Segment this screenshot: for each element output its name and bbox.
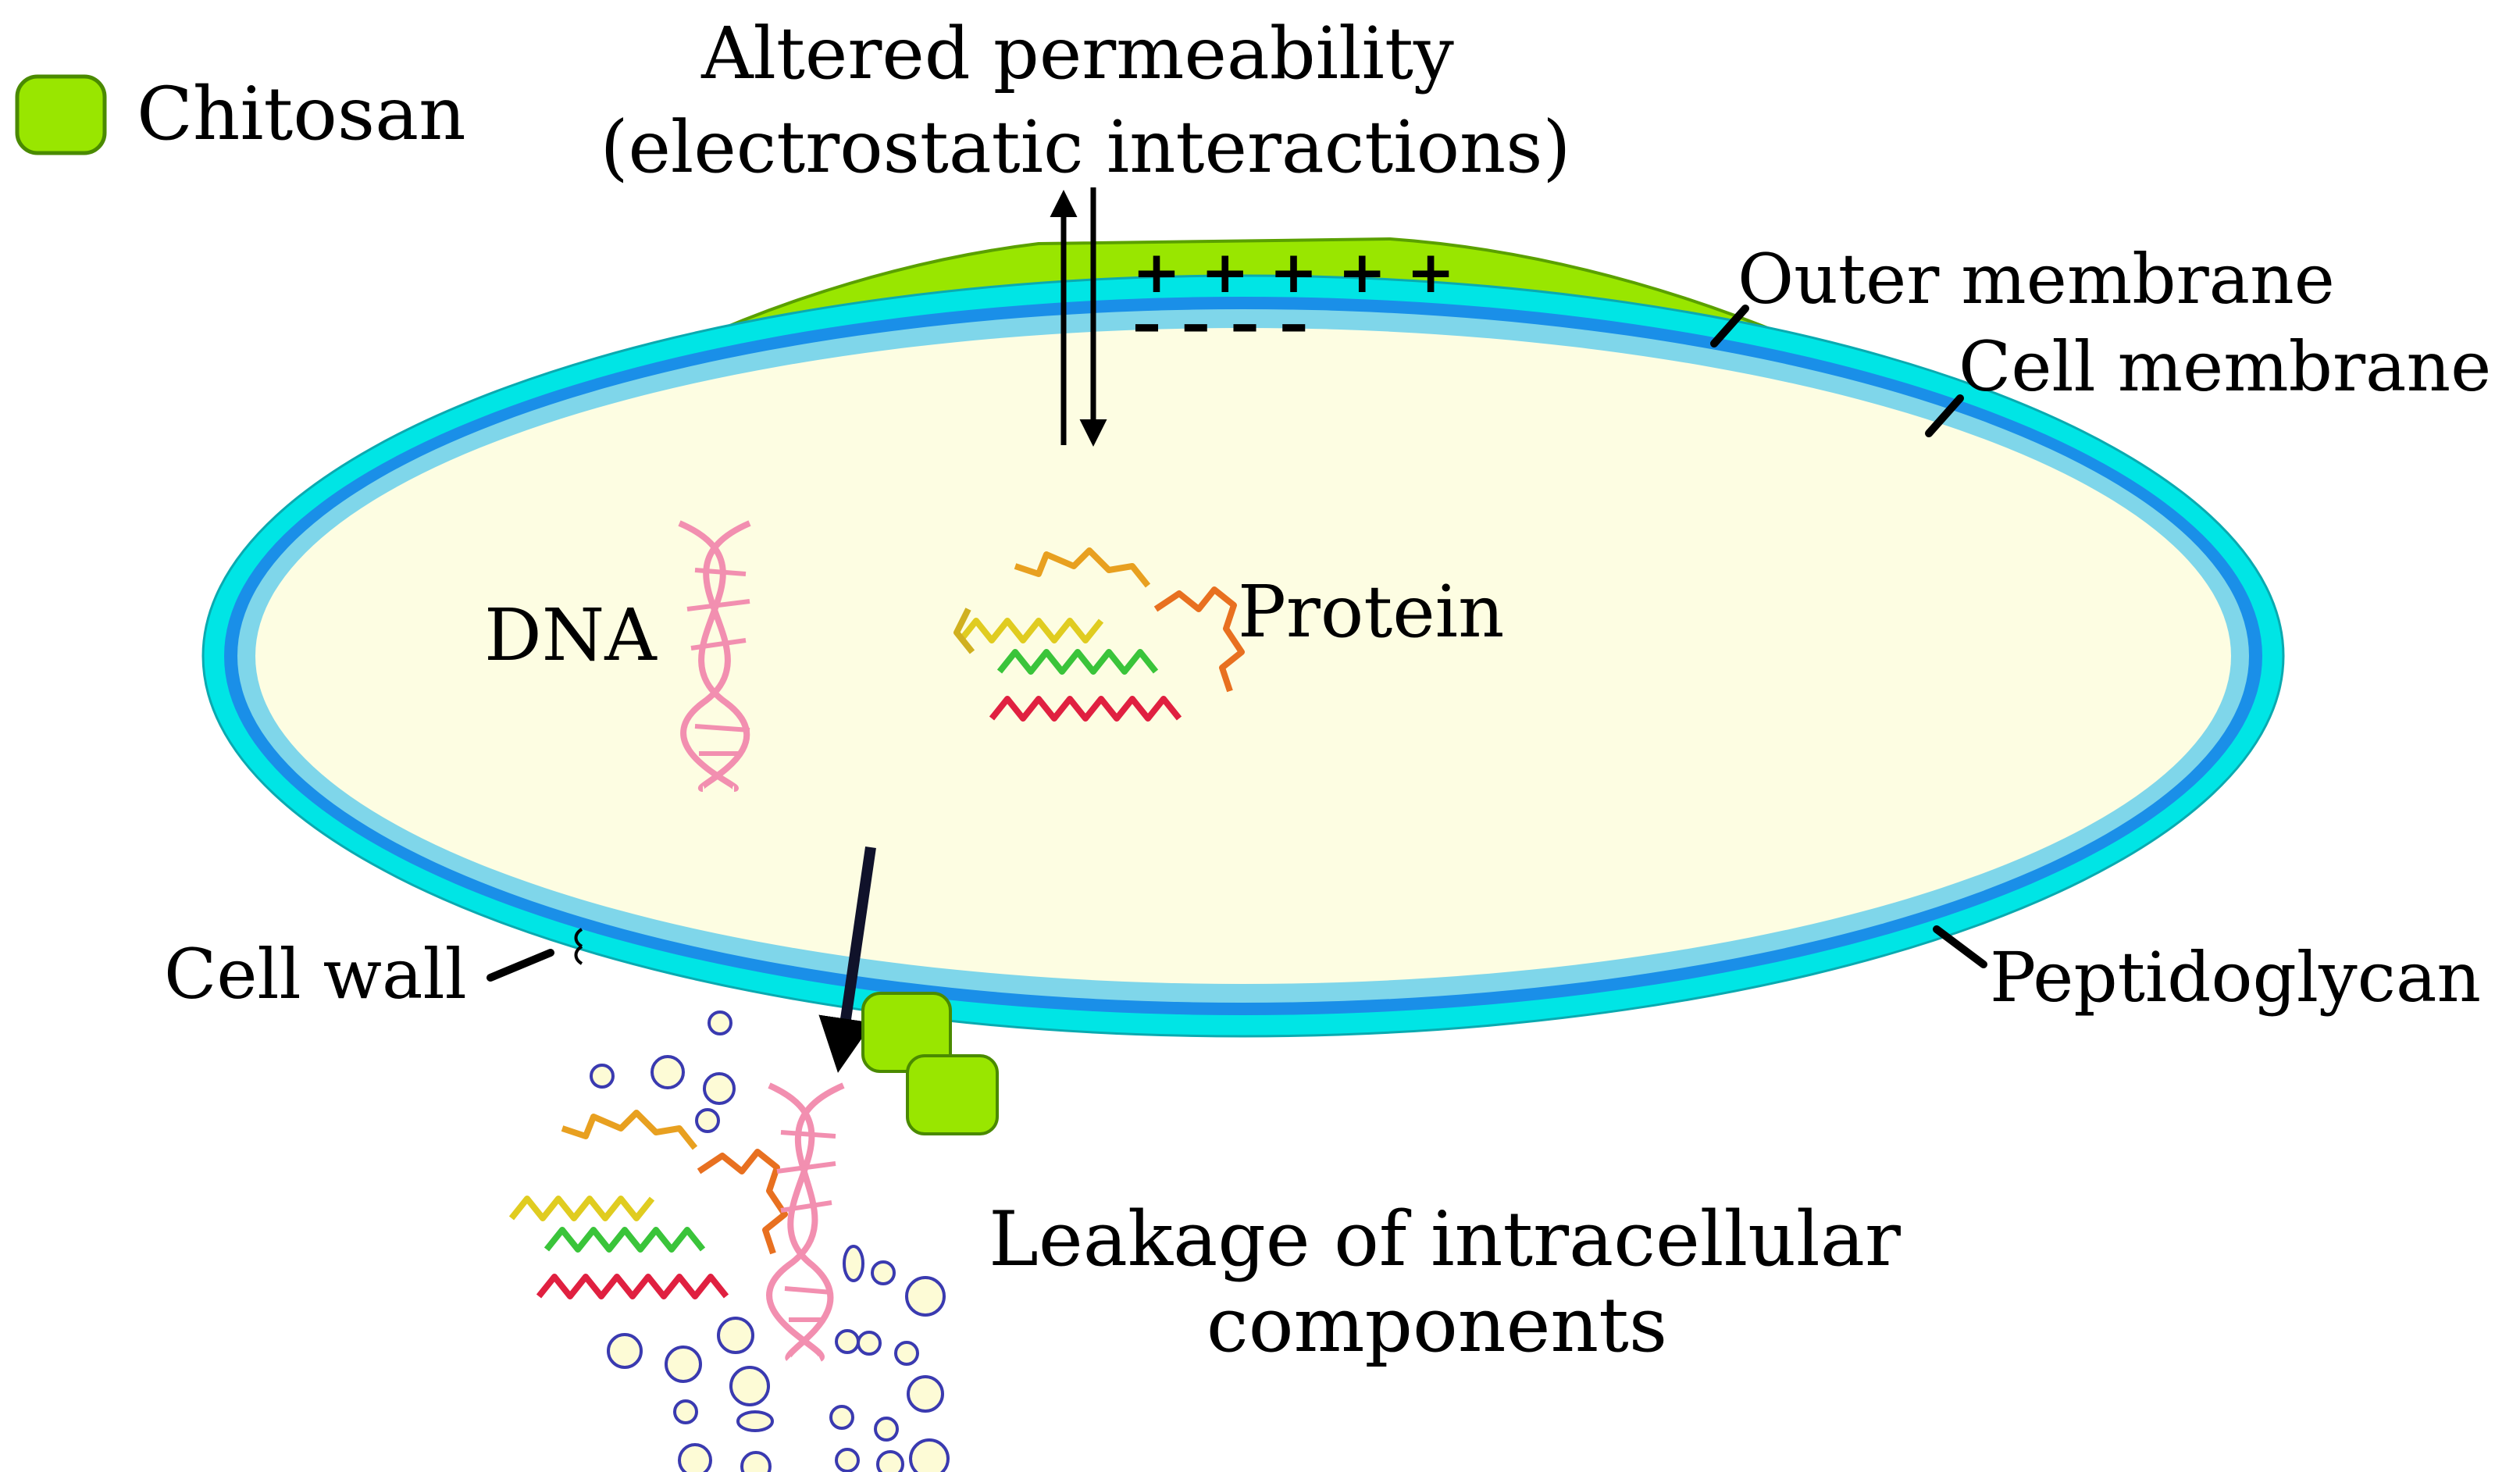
protein-structure-leaked bbox=[508, 1110, 788, 1299]
vesicle bbox=[894, 1341, 919, 1366]
cell-membrane-label: Cell membrane bbox=[1959, 326, 2491, 407]
vesicle bbox=[736, 1410, 774, 1432]
outer-membrane-leader bbox=[1710, 305, 1749, 348]
cell-wall-leader bbox=[487, 949, 554, 982]
dna-label: DNA bbox=[484, 593, 658, 677]
legend: Chitosan bbox=[15, 72, 466, 157]
vesicle bbox=[729, 1366, 770, 1406]
positive-charges: + + + + + bbox=[1132, 239, 1455, 306]
cell-wall-brace bbox=[574, 928, 583, 965]
chitosan-particles bbox=[861, 992, 999, 1135]
permeability-arrows bbox=[1050, 187, 1107, 447]
outer-membrane-label: Outer membrane bbox=[1738, 239, 2335, 319]
vesicle bbox=[708, 1010, 732, 1035]
leakage-arrow bbox=[818, 846, 876, 1073]
leakage-label-line2: components bbox=[1207, 1281, 1667, 1369]
vesicle bbox=[650, 1055, 685, 1089]
vesicle bbox=[909, 1438, 950, 1472]
vesicle bbox=[590, 1064, 615, 1089]
vesicle bbox=[678, 1443, 712, 1472]
vesicle bbox=[874, 1417, 899, 1442]
chitosan-block-2 bbox=[906, 1054, 999, 1135]
vesicle bbox=[907, 1375, 944, 1413]
bacterial-cell bbox=[201, 274, 2285, 1038]
vesicle bbox=[695, 1108, 720, 1133]
vesicle bbox=[835, 1329, 860, 1354]
vesicle bbox=[829, 1405, 854, 1430]
vesicle bbox=[905, 1276, 946, 1317]
leader-lines bbox=[487, 305, 1987, 982]
peptidoglycan-leader bbox=[1933, 925, 1987, 968]
vesicle bbox=[673, 1399, 698, 1424]
protein-structure-inside bbox=[953, 547, 1245, 722]
dna-helix-inside bbox=[678, 520, 751, 792]
peptidoglycan-label: Peptidoglycan bbox=[1990, 937, 2481, 1018]
cell-wall-label: Cell wall bbox=[164, 934, 467, 1014]
vesicle bbox=[857, 1331, 882, 1356]
chitosan-legend-label: Chitosan bbox=[137, 72, 466, 157]
vesicle bbox=[871, 1260, 896, 1285]
permeability-label-line1: Altered permeability bbox=[700, 12, 1454, 95]
chitosan-legend-swatch bbox=[15, 74, 107, 155]
vesicle bbox=[843, 1245, 864, 1282]
negative-charges: – – – – bbox=[1132, 290, 1308, 358]
vesicle bbox=[717, 1317, 754, 1354]
vesicle bbox=[740, 1451, 772, 1472]
vesicle bbox=[665, 1345, 702, 1383]
dna-helix-leaked bbox=[766, 1082, 845, 1362]
vesicle bbox=[607, 1333, 643, 1369]
cell-membrane-leader bbox=[1925, 394, 1964, 437]
leakage-label-line1: Leakage of intracellular bbox=[989, 1196, 1901, 1283]
vesicle bbox=[835, 1448, 860, 1472]
cytoplasm bbox=[255, 328, 2231, 984]
permeability-label-line2: (electrostatic interactions) bbox=[601, 105, 1571, 189]
leaked-vesicles bbox=[590, 1010, 950, 1472]
vesicle bbox=[703, 1072, 736, 1105]
protein-label: Protein bbox=[1238, 570, 1504, 654]
vesicle bbox=[876, 1450, 904, 1472]
